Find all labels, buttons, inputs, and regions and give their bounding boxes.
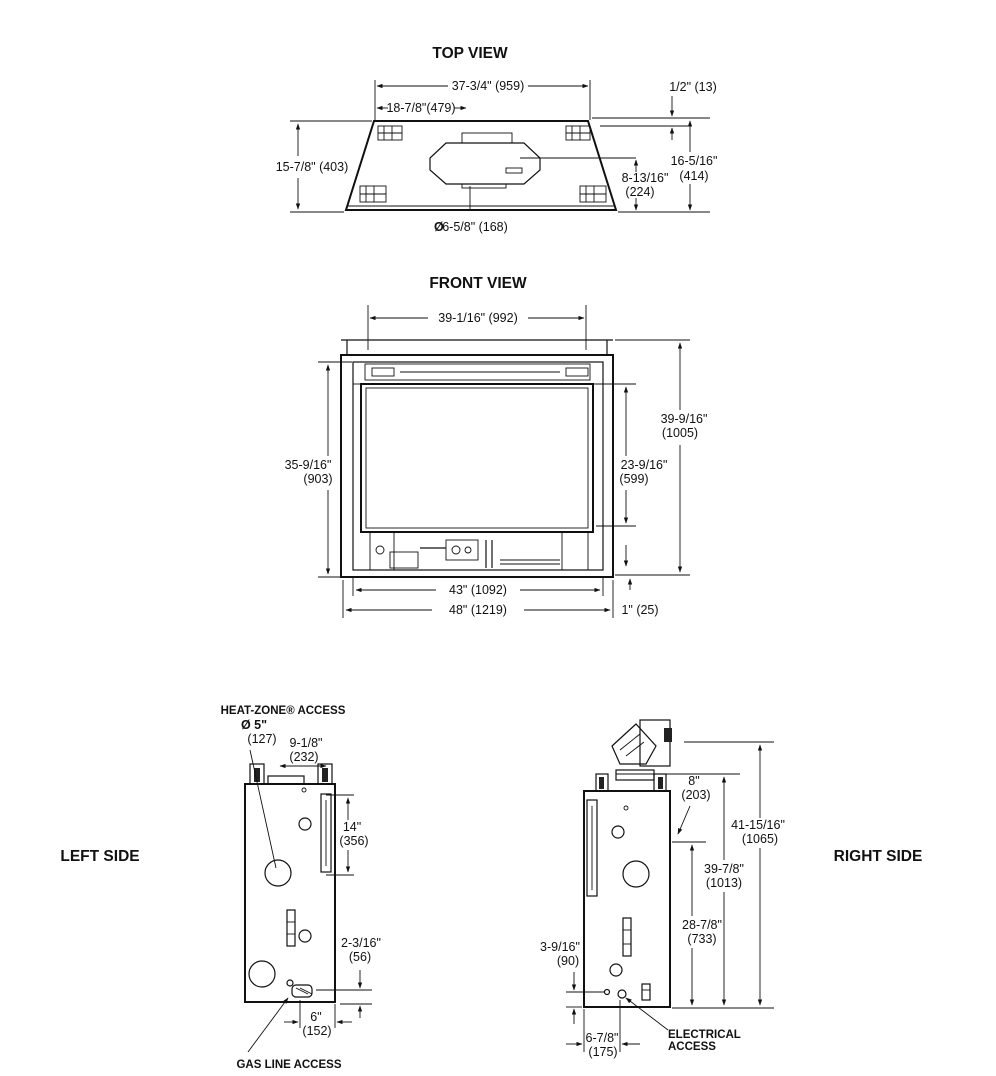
gas-height-label-2: (56) <box>349 950 371 964</box>
front-view-left-height-label-1: 35-9/16" <box>285 458 332 472</box>
flue-height-label-1: 28-7/8" <box>682 918 722 932</box>
top-view-flue-tab-bottom <box>461 183 507 189</box>
front-view-inner-width-label: 43" (1092) <box>449 583 507 597</box>
heat-zone-height-label-2: (356) <box>339 834 368 848</box>
elec-offset-label-1: 6-7/8" <box>586 1031 619 1045</box>
top-view: TOP VIEW <box>276 45 718 234</box>
front-view: FRONT VIEW 39-1/16" <box>285 275 708 618</box>
front-view-outer-frame <box>340 354 614 578</box>
top-view-bracket-br <box>579 185 607 203</box>
flue-height-label-2: (733) <box>687 932 716 946</box>
diameter-symbol-icon: Ø <box>434 220 444 234</box>
heat-zone-access-label: HEAT-ZONE® ACCESS <box>221 705 346 717</box>
top-height-label-1: 39-7/8" <box>704 862 744 876</box>
elec-height-label-1: 3-9/16" <box>540 940 580 954</box>
right-side-view: RIGHT SIDE 8" (203) <box>540 719 923 1059</box>
top-view-flue-collar <box>429 142 541 185</box>
front-view-top-rail <box>364 363 591 381</box>
front-view-overall-height-label-1: 39-9/16" <box>661 412 708 426</box>
front-view-base-label: 1" (25) <box>621 603 658 617</box>
gas-offset-label-1: 6" <box>310 1010 321 1024</box>
front-view-left-height-label-2: (903) <box>303 472 332 486</box>
front-view-top-width-label: 39-1/16" (992) <box>438 311 518 325</box>
top-height-label-2: (1013) <box>706 876 742 890</box>
top-view-title: TOP VIEW <box>432 45 508 62</box>
front-view-outer-width-label: 48" (1219) <box>449 603 507 617</box>
heat-zone-diameter-label-2: (127) <box>247 732 276 746</box>
top-view-flue-center-label-2: (224) <box>625 185 654 199</box>
front-view-title: FRONT VIEW <box>429 275 527 292</box>
front-view-inner-frame <box>352 361 604 571</box>
top-view-center-label: 18-7/8"(479) <box>386 101 455 115</box>
top-view-depth-right-label-1: 16-5/16" <box>671 154 718 168</box>
heat-zone-offset-label-1: 9-1/8" <box>290 736 323 750</box>
top-view-depth-right-label-2: (414) <box>679 169 708 183</box>
gas-height-label-1: 2-3/16" <box>341 936 381 950</box>
top-view-depth-left-label: 15-7/8" (403) <box>276 160 349 174</box>
left-side-title: LEFT SIDE <box>60 848 139 865</box>
right-side-flue-elbow <box>611 723 657 765</box>
right-side-title: RIGHT SIDE <box>834 848 923 865</box>
electrical-access-port <box>617 989 627 999</box>
gas-line-access-label: GAS LINE ACCESS <box>236 1059 341 1071</box>
left-side-rail <box>320 793 332 873</box>
elec-height-label-2: (90) <box>557 954 579 968</box>
top-view-bracket-tr <box>565 125 591 141</box>
front-view-glass-height-label-1: 23-9/16" <box>621 458 668 472</box>
flue-top-label-1: 41-15/16" <box>731 818 785 832</box>
electrical-access-label-2: ACCESS <box>668 1041 716 1053</box>
top-view-offset-label: 1/2" (13) <box>669 80 717 94</box>
front-view-right-bracket <box>561 531 589 571</box>
heat-zone-diameter-label-1: Ø 5" <box>241 718 267 732</box>
front-view-overall-height-label-2: (1005) <box>662 426 698 440</box>
top-view-bracket-tl <box>377 125 403 141</box>
right-side-flue-collar <box>639 719 671 767</box>
gas-line-access-port <box>291 984 313 998</box>
flue-offset-label-1: 8" <box>688 774 699 788</box>
heat-zone-height-label-1: 14" <box>343 820 361 834</box>
front-view-gas-valve <box>445 539 479 561</box>
left-side-view: LEFT SIDE HEAT-ZONE® ACCESS Ø 5" (127) 9… <box>60 705 381 1071</box>
top-view-flue-slot <box>505 167 523 174</box>
gas-offset-label-2: (152) <box>302 1024 331 1038</box>
elec-offset-label-2: (175) <box>588 1045 617 1059</box>
top-view-flue-center-label-1: 8-13/16" <box>622 171 669 185</box>
heat-zone-offset-label-2: (232) <box>289 750 318 764</box>
top-view-outline <box>344 120 618 211</box>
top-view-flue-tab-top <box>461 132 513 144</box>
front-view-glass-opening <box>360 383 594 533</box>
front-view-glass-height-label-2: (599) <box>619 472 648 486</box>
electrical-access-label-1: ELECTRICAL <box>668 1029 741 1041</box>
right-side-flue-port <box>622 860 650 888</box>
top-view-bracket-bl <box>359 185 387 203</box>
right-side-body <box>583 790 671 1008</box>
top-view-flue-diameter-label: 6-5/8" (168) <box>442 220 508 234</box>
heat-zone-access-port <box>264 859 292 887</box>
flue-top-label-2: (1065) <box>742 832 778 846</box>
flue-offset-label-2: (203) <box>681 788 710 802</box>
top-view-overall-width-label: 37-3/4" (959) <box>452 79 525 93</box>
right-side-rail <box>586 799 598 897</box>
